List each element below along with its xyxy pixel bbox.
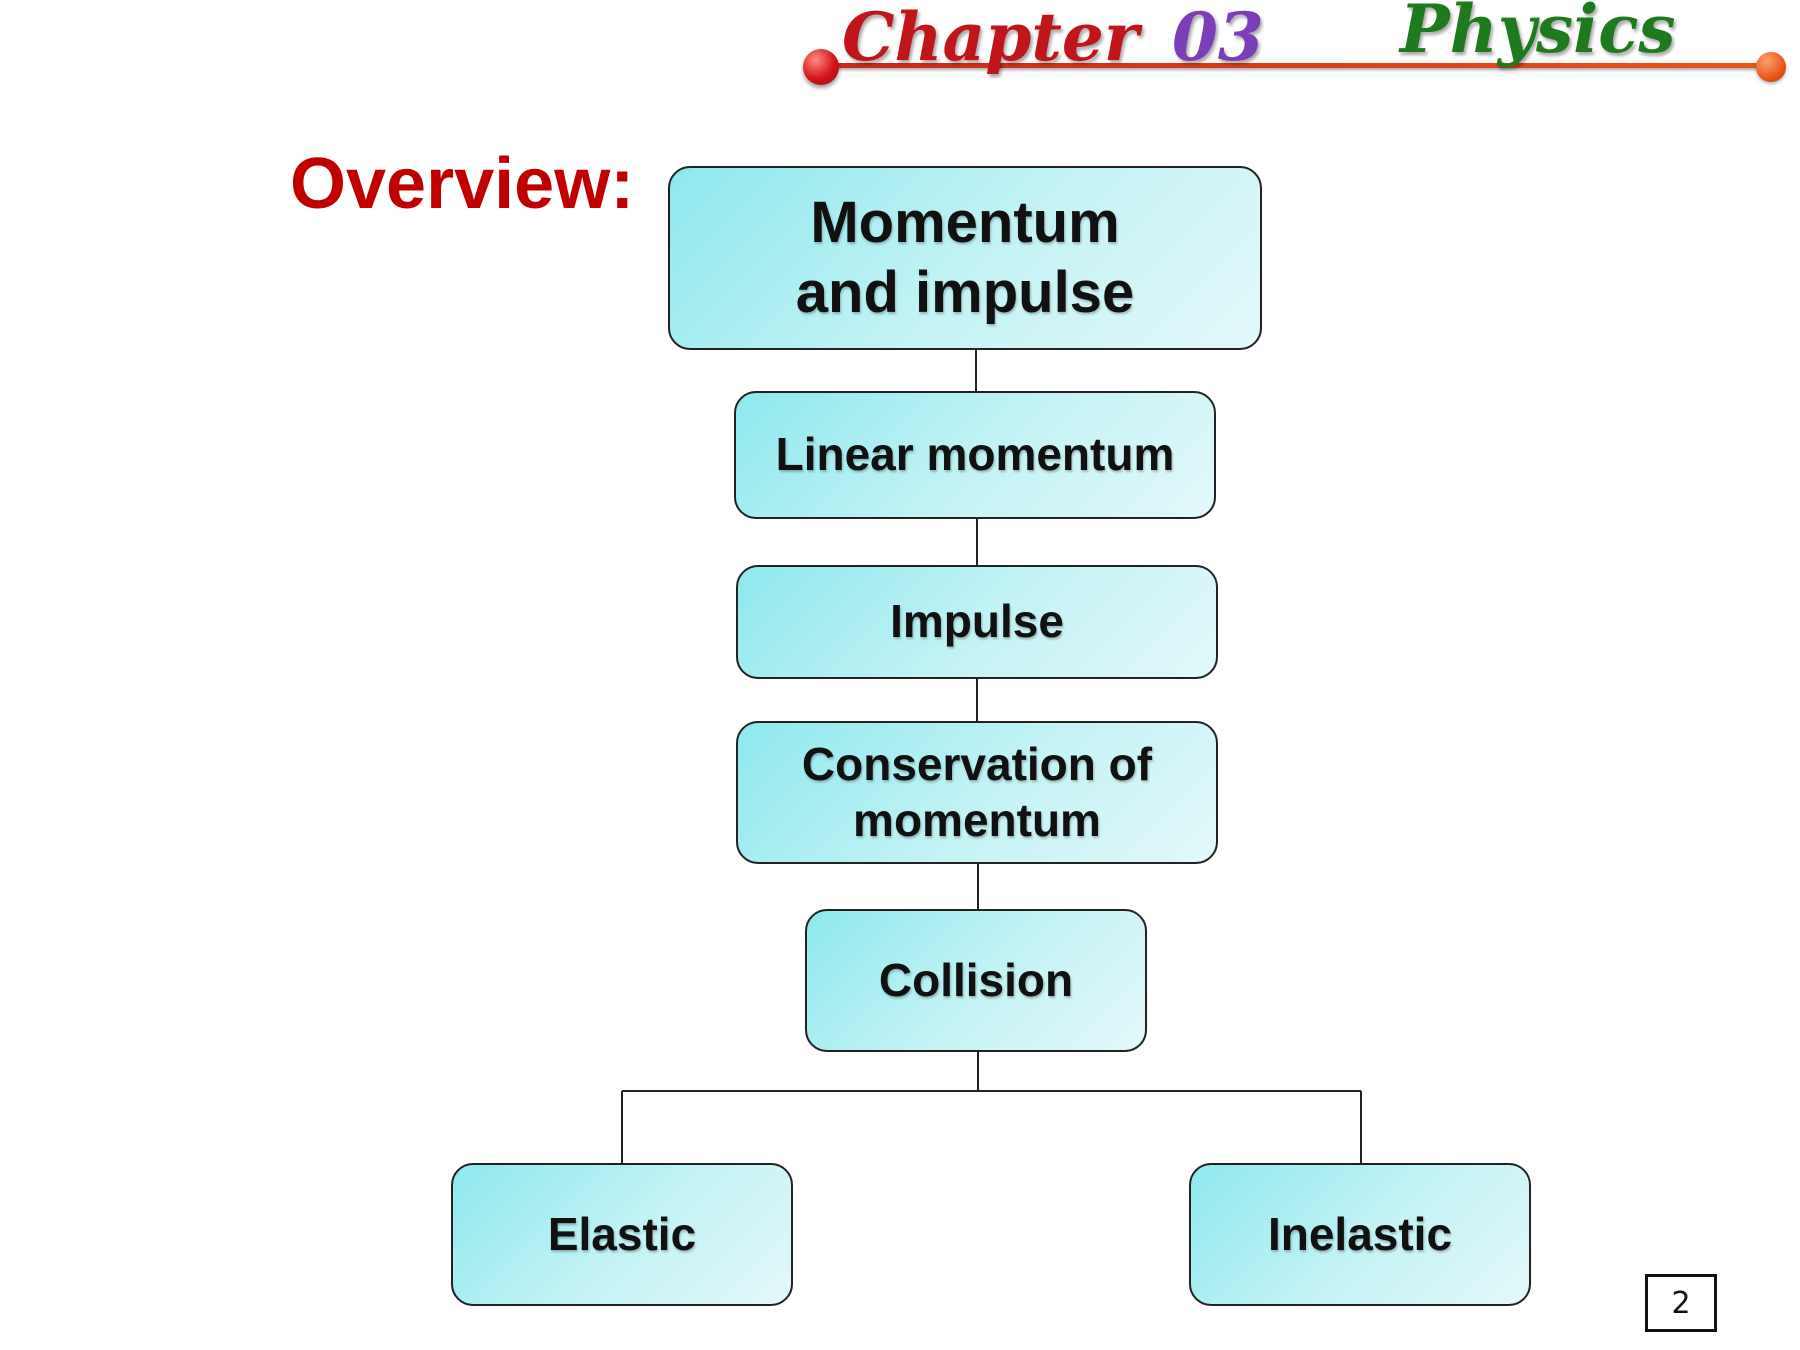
page-number: 2 <box>1645 1274 1717 1332</box>
node-label-line: momentum <box>853 793 1101 846</box>
node-label: Linear momentum <box>775 428 1175 481</box>
node-collision: Collision <box>805 909 1147 1052</box>
node-label: Elastic <box>547 1207 697 1260</box>
header-rule <box>825 63 1783 68</box>
header-bullet-left <box>803 49 839 85</box>
node-label-line: Momentum <box>810 190 1120 256</box>
node-inelastic: Inelastic <box>1189 1163 1531 1306</box>
node-elastic: Elastic <box>451 1163 793 1306</box>
node-conservation-of-momentum: Conservation of momentum <box>736 721 1218 864</box>
node-label-line: Conservation of <box>801 738 1153 791</box>
chapter-number: 03 <box>1172 0 1264 76</box>
chapter-label: Chapter <box>842 0 1139 76</box>
subject-label: Physics <box>1400 0 1676 68</box>
node-label: Impulse <box>890 595 1064 648</box>
node-label-line: and impulse <box>795 260 1135 325</box>
node-linear-momentum: Linear momentum <box>734 391 1216 519</box>
node-label: Inelastic <box>1267 1207 1453 1260</box>
node-impulse: Impulse <box>736 565 1218 679</box>
page-title: Overview: <box>290 144 635 224</box>
node-label: Collision <box>878 953 1074 1006</box>
node-momentum-and-impulse: Momentum and impulse <box>668 166 1262 350</box>
header-bullet-right <box>1756 52 1786 82</box>
